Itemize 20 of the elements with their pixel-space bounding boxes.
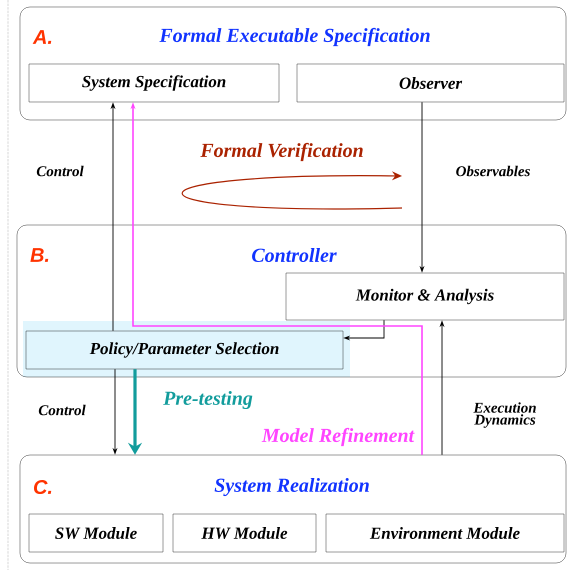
module-box: Observer	[296, 64, 564, 102]
panel-letter: B.	[30, 248, 48, 262]
edge-label: Model Refinement	[262, 428, 415, 446]
module-box: HW Module	[172, 514, 316, 552]
verification-label: Formal Verification	[200, 142, 363, 162]
module-box: SW Module	[28, 514, 164, 552]
panel-letter: A.	[32, 30, 52, 44]
module-box: System Specification	[28, 64, 280, 102]
module-box: Policy/Parameter Selection	[26, 330, 344, 370]
edge-label: Pre-testing	[163, 390, 252, 410]
panel-letter: C.	[34, 480, 52, 494]
panel-title: System Realization	[214, 478, 369, 496]
edge-label: Observables	[456, 166, 530, 176]
edge-label: Execution Dynamics	[473, 402, 536, 428]
edge-label: Control	[38, 404, 86, 416]
edge-label: Control	[36, 166, 84, 176]
module-box: Monitor & Analysis	[286, 272, 564, 320]
panel-title: Controller	[252, 248, 337, 262]
module-box: Environment Module	[326, 514, 564, 552]
panel-title: Formal Executable Specification	[159, 28, 430, 46]
